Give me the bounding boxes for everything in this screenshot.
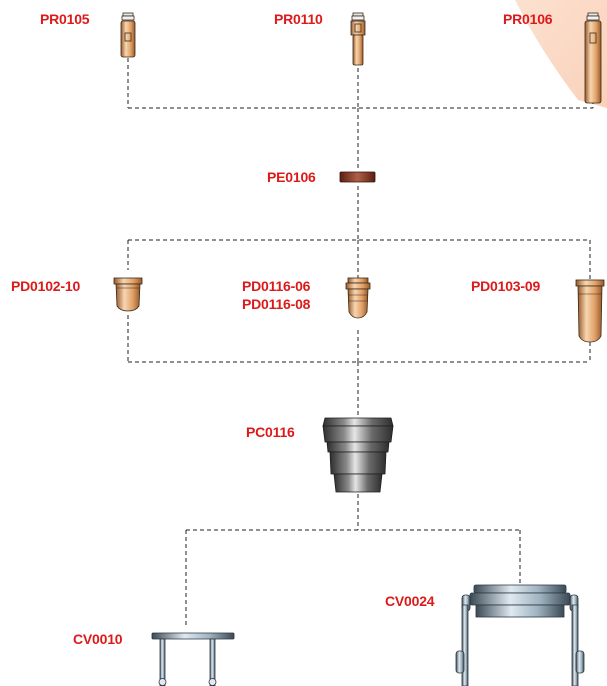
label-pr0105: PR0105 xyxy=(40,11,90,27)
label-pc0116: PC0116 xyxy=(246,424,295,440)
corner-highlight xyxy=(515,0,607,108)
label-pe0106: PE0106 xyxy=(267,169,316,185)
label-cv0024: CV0024 xyxy=(385,593,435,609)
label-pd0102-10: PD0102-10 xyxy=(11,278,81,294)
connector-lines xyxy=(127,58,594,628)
swirl-ring-long-icon xyxy=(584,12,602,104)
label-pd0116-06: PD0116-06 xyxy=(242,278,311,294)
label-pr0110: PR0110 xyxy=(274,11,323,27)
label-pd0116-08: PD0116-08 xyxy=(242,296,311,312)
guide-large-icon xyxy=(455,584,585,686)
swirl-ring-short-icon xyxy=(120,12,136,58)
nozzle-medium-icon xyxy=(345,277,371,319)
label-pr0106: PR0106 xyxy=(503,11,553,27)
label-pd0103-09: PD0103-09 xyxy=(471,278,541,294)
retaining-cap-icon xyxy=(322,417,394,493)
nozzle-long-icon xyxy=(575,279,605,343)
swirl-ring-medium-icon xyxy=(350,12,366,66)
nozzle-short-icon xyxy=(113,277,143,312)
guide-small-icon xyxy=(151,632,235,686)
electrode-icon xyxy=(339,171,376,183)
label-cv0010: CV0010 xyxy=(73,631,123,647)
